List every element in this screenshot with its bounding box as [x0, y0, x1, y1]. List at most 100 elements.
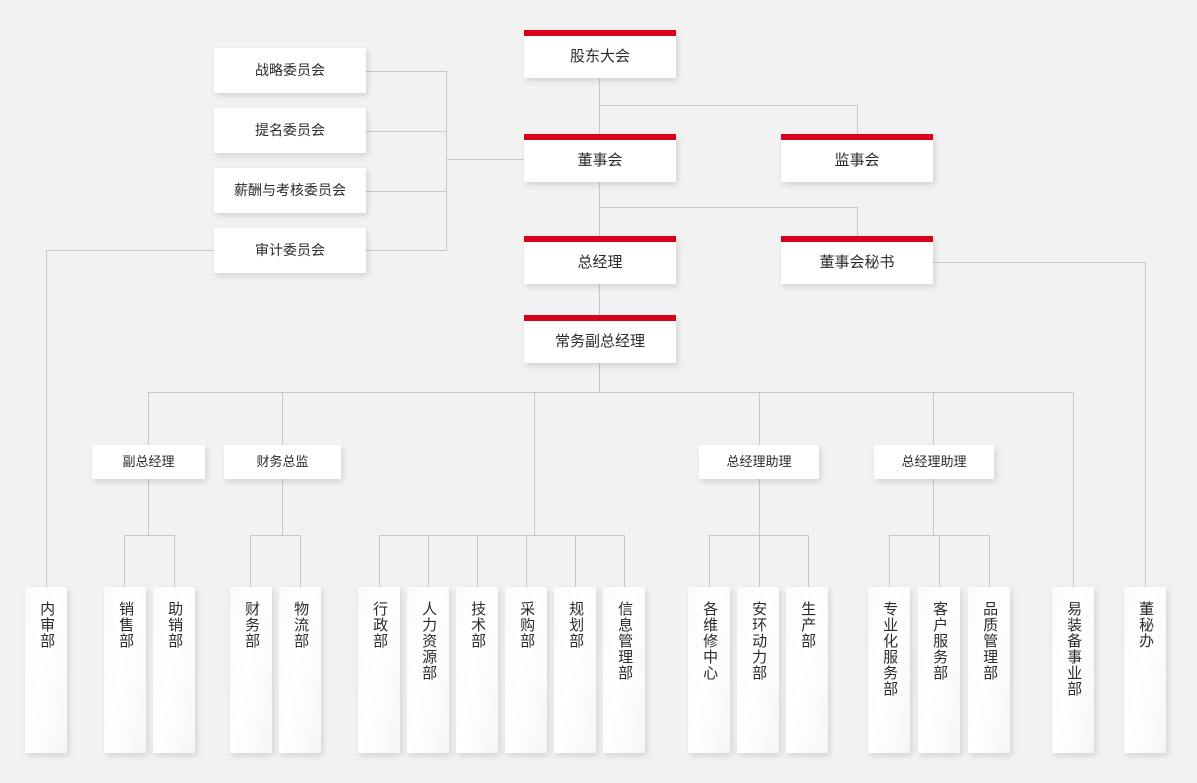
node-label: 财务总监 — [256, 453, 309, 469]
connector-cfo-subbus — [250, 535, 300, 536]
node-board-secretary[interactable]: 董事会秘书 — [781, 236, 933, 284]
node-label: 销售部 — [117, 601, 135, 649]
node-executive-deputy-gm[interactable]: 常务副总经理 — [524, 315, 676, 363]
connector-bus-drop-center — [534, 392, 535, 535]
connector-gm-to-edgm — [599, 284, 600, 315]
node-label: 内审部 — [38, 601, 56, 649]
node-label: 审计委员会 — [255, 241, 325, 258]
connector-vgm-sub-2 — [174, 535, 175, 587]
node-dept-board-secretary-office[interactable]: 董秘办 — [1124, 587, 1166, 753]
node-board-of-supervisors[interactable]: 监事会 — [781, 134, 933, 182]
node-dept-specialized-services[interactable]: 专业化服务部 — [868, 587, 910, 753]
connector-shareholders-down — [599, 78, 600, 105]
connector-supervisors-down — [857, 105, 858, 135]
node-label: 各维修中心 — [701, 601, 719, 681]
node-label: 易装备事业部 — [1065, 601, 1083, 697]
node-label: 监事会 — [834, 151, 880, 169]
connector-gma2-down — [933, 479, 934, 535]
node-committee-audit[interactable]: 审计委员会 — [214, 228, 366, 273]
connector-bus-drop-cfo — [282, 392, 283, 445]
node-committee-compensation[interactable]: 薪酬与考核委员会 — [214, 168, 366, 213]
connector-gma1-down — [759, 479, 760, 535]
node-dept-easy-equipment-division[interactable]: 易装备事业部 — [1052, 587, 1094, 753]
node-dept-safety-environment-power[interactable]: 安环动力部 — [737, 587, 779, 753]
connector-bus-level2 — [599, 207, 858, 208]
node-gm-assistant-1[interactable]: 总经理助理 — [699, 445, 819, 479]
connector-committee-to-board — [446, 159, 525, 160]
node-label: 股东大会 — [569, 47, 630, 65]
node-committee-strategy[interactable]: 战略委员会 — [214, 48, 366, 93]
node-label: 总经理助理 — [726, 453, 792, 469]
node-label: 安环动力部 — [750, 601, 768, 681]
connector-edgm-down — [599, 363, 600, 392]
node-dept-information-management[interactable]: 信息管理部 — [603, 587, 645, 753]
red-cap-bar — [524, 315, 676, 321]
node-dept-sales[interactable]: 销售部 — [104, 587, 146, 753]
red-cap-bar — [524, 236, 676, 242]
node-dept-quality-management[interactable]: 品质管理部 — [968, 587, 1010, 753]
connector-center-sub-2 — [428, 535, 429, 587]
connector-center-sub-5 — [575, 535, 576, 587]
node-deputy-gm[interactable]: 副总经理 — [92, 445, 205, 479]
connector-committee-stub-3 — [366, 191, 447, 192]
connector-board-down — [599, 105, 600, 135]
node-dept-logistics[interactable]: 物流部 — [279, 587, 321, 753]
connector-center-sub-4 — [526, 535, 527, 587]
node-dept-customer-service[interactable]: 客户服务部 — [918, 587, 960, 753]
connector-audit-left — [46, 250, 215, 251]
node-dept-maintenance-centers[interactable]: 各维修中心 — [688, 587, 730, 753]
node-label: 提名委员会 — [255, 121, 325, 138]
connector-cfo-down — [282, 479, 283, 535]
node-label: 采购部 — [518, 601, 536, 649]
node-general-manager[interactable]: 总经理 — [524, 236, 676, 284]
connector-gm-down — [599, 207, 600, 237]
node-dept-procurement[interactable]: 采购部 — [505, 587, 547, 753]
connector-vgm-sub-1 — [124, 535, 125, 587]
node-dept-production[interactable]: 生产部 — [786, 587, 828, 753]
connector-gma2-sub-1 — [889, 535, 890, 587]
connector-center-subbus — [379, 535, 625, 536]
node-shareholders-meeting[interactable]: 股东大会 — [524, 30, 676, 78]
connector-committee-stub-1 — [366, 71, 447, 72]
node-label: 技术部 — [469, 601, 487, 649]
connector-cfo-sub-1 — [250, 535, 251, 587]
connector-bus-level1 — [599, 105, 858, 106]
connector-committee-stub-4 — [366, 250, 447, 251]
node-label: 客户服务部 — [931, 601, 949, 681]
node-dept-technology[interactable]: 技术部 — [456, 587, 498, 753]
node-dept-human-resources[interactable]: 人力资源部 — [407, 587, 449, 753]
node-label: 总经理助理 — [901, 453, 967, 469]
node-committee-nomination[interactable]: 提名委员会 — [214, 108, 366, 153]
red-cap-bar — [781, 134, 933, 140]
node-label: 行政部 — [371, 601, 389, 649]
red-cap-bar — [781, 236, 933, 242]
connector-audit-to-neishen — [46, 250, 47, 587]
red-cap-bar — [524, 30, 676, 36]
connector-vgm-down — [148, 479, 149, 535]
connector-committee-stub-2 — [366, 131, 447, 132]
node-dept-sales-support[interactable]: 助销部 — [153, 587, 195, 753]
node-dept-finance[interactable]: 财务部 — [230, 587, 272, 753]
node-dept-internal-audit[interactable]: 内审部 — [25, 587, 67, 753]
connector-gma1-sub-1 — [709, 535, 710, 587]
node-label: 战略委员会 — [255, 61, 325, 78]
node-label: 物流部 — [292, 601, 310, 649]
node-label: 品质管理部 — [981, 601, 999, 681]
node-label: 助销部 — [166, 601, 184, 649]
node-dept-planning[interactable]: 规划部 — [554, 587, 596, 753]
node-label: 董事会秘书 — [819, 253, 895, 271]
node-label: 规划部 — [567, 601, 585, 649]
node-label: 董秘办 — [1137, 601, 1155, 649]
node-cfo[interactable]: 财务总监 — [224, 445, 341, 479]
connector-gma2-sub-2 — [939, 535, 940, 587]
node-label: 董事会 — [577, 151, 623, 169]
connector-vgm-subbus — [124, 535, 174, 536]
node-dept-administration[interactable]: 行政部 — [358, 587, 400, 753]
connector-gma1-sub-3 — [808, 535, 809, 587]
node-label: 薪酬与考核委员会 — [234, 181, 346, 198]
node-board-of-directors[interactable]: 董事会 — [524, 134, 676, 182]
node-gm-assistant-2[interactable]: 总经理助理 — [874, 445, 994, 479]
connector-cfo-sub-2 — [300, 535, 301, 587]
node-label: 总经理 — [577, 253, 623, 271]
